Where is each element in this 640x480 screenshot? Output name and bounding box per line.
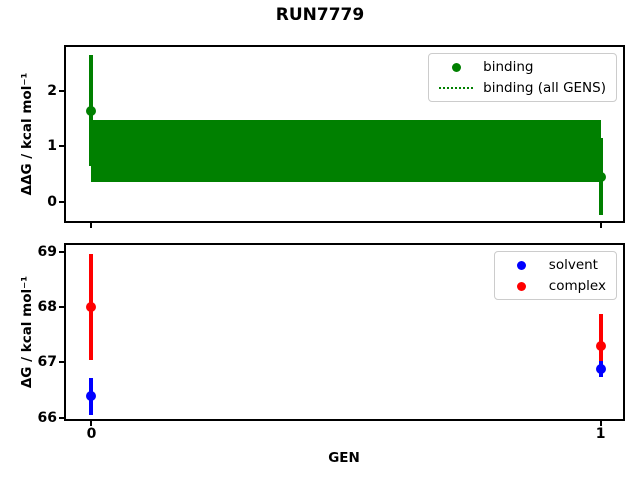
legend-label: binding (483, 59, 534, 75)
y-tick (59, 250, 64, 253)
binding-data-point (86, 105, 97, 116)
legend-marker-cell (437, 87, 475, 89)
solvent-data-point (595, 364, 606, 375)
y-tick-label: 2 (47, 83, 57, 100)
legend: binding binding (all GENS) (428, 53, 617, 102)
y-tick (59, 145, 64, 148)
solvent-data-point (86, 391, 97, 402)
legend-entry: binding (437, 59, 606, 75)
legend-entry: complex (503, 278, 606, 294)
y-tick-label: 66 (37, 409, 57, 426)
legend-label: binding (all GENS) (483, 80, 606, 96)
bottom-plot-ylabel: ΔG / kcal mol⁻¹ (19, 275, 35, 389)
legend: solvent complex (493, 251, 617, 300)
top-plot-ylabel: ΔΔG / kcal mol⁻¹ (19, 72, 35, 196)
y-tick-label: 69 (37, 243, 57, 260)
x-tick-label: 0 (86, 426, 97, 442)
binding-data-point (595, 171, 606, 182)
x-tick (599, 223, 602, 228)
top-plot: 0 1 2 binding binding (all GENS) (47, 45, 625, 228)
x-tick (599, 421, 602, 426)
y-tick (59, 200, 64, 203)
y-tick (59, 90, 64, 93)
x-tick-label: 1 (595, 426, 606, 442)
legend-label: complex (548, 278, 606, 294)
binding-dot-icon (451, 62, 461, 72)
x-tick (90, 223, 93, 228)
legend-label: solvent (548, 257, 598, 273)
legend-marker-cell (437, 62, 475, 72)
complex-data-point (86, 302, 97, 313)
x-tick (90, 421, 93, 426)
x-axis-label: GEN (328, 450, 360, 466)
figure-title: RUN7779 (275, 5, 365, 25)
legend-marker-cell (503, 260, 541, 270)
legend-entry: solvent (503, 257, 606, 273)
y-tick (59, 361, 64, 364)
legend-marker-cell (503, 281, 541, 291)
complex-dot-icon (517, 281, 527, 291)
complex-data-point (595, 340, 606, 351)
y-tick-label: 0 (47, 193, 57, 210)
y-tick (59, 306, 64, 309)
bottom-plot: 66 67 68 69 0 1 solvent complex (38, 243, 625, 441)
y-tick-label: 67 (37, 354, 57, 371)
y-tick-label: 68 (37, 299, 57, 316)
y-tick-label: 1 (47, 138, 57, 155)
confidence-band (91, 120, 601, 183)
solvent-dot-icon (517, 260, 527, 270)
y-tick (59, 416, 64, 419)
legend-entry: binding (all GENS) (437, 80, 606, 96)
binding (all GENS)-dotted-line-icon (439, 87, 474, 89)
